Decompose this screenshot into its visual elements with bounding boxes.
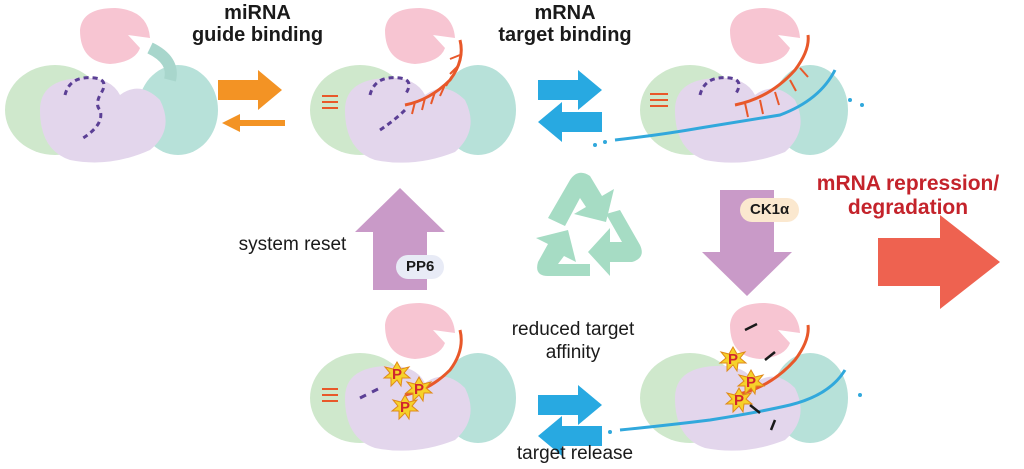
argonaute-complex-phosphorylated-target	[608, 303, 862, 451]
target-release-label: target release	[516, 443, 634, 464]
repression-arrow	[878, 215, 1000, 309]
argonaute-complex-phosphorylated-released	[310, 303, 516, 451]
guide-binding-arrows	[218, 70, 285, 132]
reduced-affinity-label: reduced target affinity	[511, 319, 635, 363]
phospho-label: P	[728, 351, 738, 368]
phospho-label: P	[400, 399, 410, 416]
target-binding-arrows	[538, 70, 602, 142]
target-binding-label: mRNA target binding	[498, 2, 632, 46]
phospho-sites-complex-4: P P P	[718, 345, 766, 414]
guide-binding-label: miRNA guide binding	[191, 2, 324, 46]
argonaute-complex-target-bound	[593, 8, 864, 163]
system-reset-label: system reset	[238, 234, 347, 255]
phospho-label: P	[734, 392, 744, 409]
target-release-arrows	[538, 385, 602, 456]
phospho-label: P	[746, 374, 756, 391]
argonaute-complex-empty	[5, 8, 218, 163]
pp6-badge: PP6	[396, 255, 445, 279]
argonaute-complex-guide-bound	[310, 8, 516, 163]
recycle-icon	[536, 172, 642, 276]
phospho-sites-complex-5: P P P	[382, 360, 434, 421]
phospho-label: P	[414, 381, 424, 398]
phospho-label: P	[392, 366, 402, 383]
ck1a-badge: CK1α	[740, 198, 800, 222]
repression-outcome-label: mRNA repression/ degradation	[816, 172, 1000, 219]
